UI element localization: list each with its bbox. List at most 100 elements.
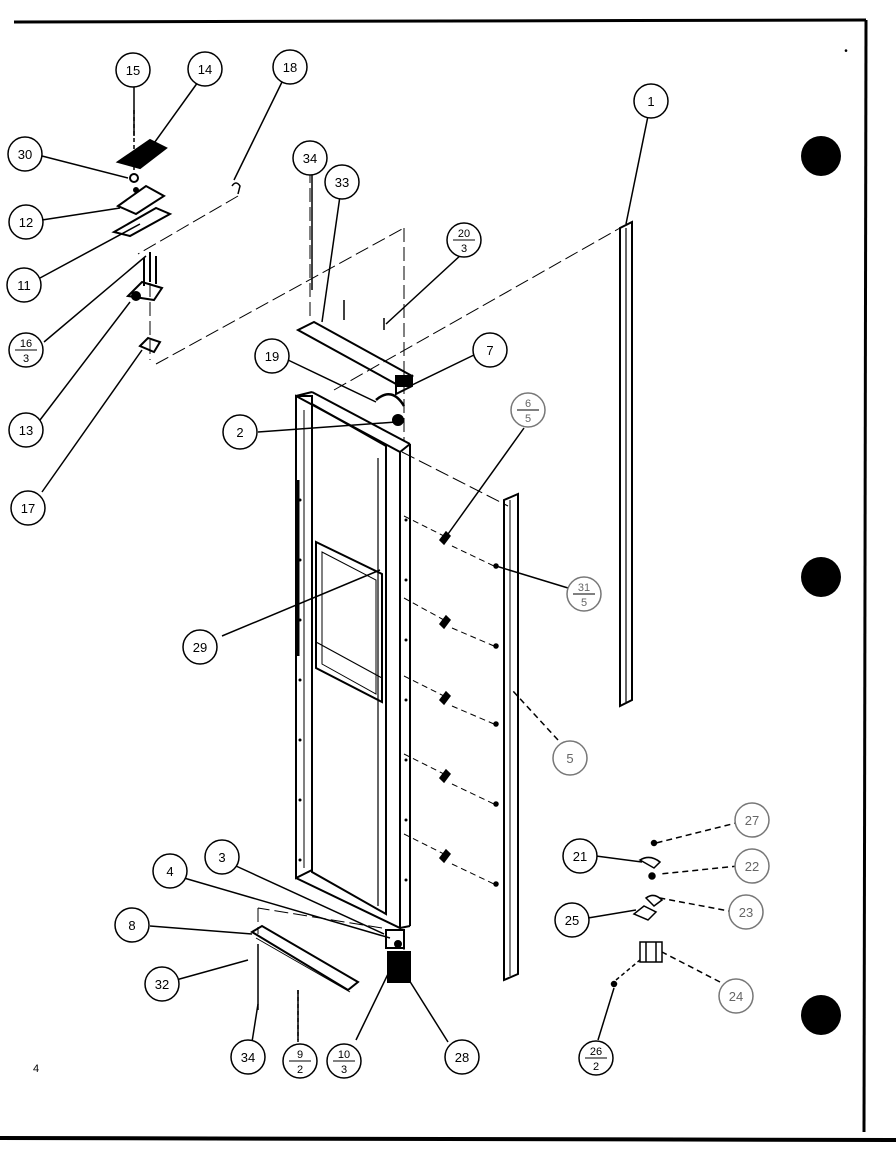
binder-holes (801, 136, 841, 1035)
callout-denominator: 5 (525, 413, 531, 425)
callout-circle (272, 49, 308, 85)
page-frame (0, 18, 896, 1142)
callout-30: 30 (7, 136, 43, 172)
callout-25: 25 (554, 902, 590, 938)
callout-4: 4 (152, 853, 188, 889)
callout-13: 13 (8, 412, 44, 448)
callout-32: 32 (144, 966, 180, 1002)
trim-strip-5 (503, 492, 519, 982)
callout-denominator: 3 (461, 243, 467, 255)
callout-numerator: 16 (20, 338, 32, 350)
callout-circle (324, 164, 360, 200)
callout-circle (8, 412, 44, 448)
callout-circle (292, 140, 328, 176)
callout-29: 29 (182, 629, 218, 665)
callout-circle (10, 490, 46, 526)
callout-circle (7, 136, 43, 172)
callout-denominator: 3 (23, 353, 29, 365)
trim-clips (439, 530, 499, 887)
callout-31: 315 (566, 576, 602, 612)
callout-circle (472, 332, 508, 368)
callout-circle (187, 51, 223, 87)
callout-6: 65 (510, 392, 546, 428)
callout-number: 24 (729, 989, 743, 1004)
callout-8: 8 (114, 907, 150, 943)
callout-number: 34 (303, 151, 317, 166)
callout-7: 7 (472, 332, 508, 368)
callout-circle (222, 414, 258, 450)
callout-circle (114, 907, 150, 943)
callout-denominator: 3 (341, 1064, 347, 1076)
callout-16: 163 (8, 332, 44, 368)
callout-22: 22 (734, 848, 770, 884)
callout-number: 28 (455, 1050, 469, 1065)
callout-number: 7 (486, 343, 493, 358)
callout-number: 32 (155, 977, 169, 992)
callout-3: 3 (204, 839, 240, 875)
callout-number: 19 (265, 349, 279, 364)
callout-denominator: 2 (593, 1061, 599, 1073)
callout-number: 21 (573, 849, 587, 864)
callout-number: 23 (739, 905, 753, 920)
callout-number: 30 (18, 147, 32, 162)
callout-circle (204, 839, 240, 875)
callout-number: 4 (166, 864, 173, 879)
callout-denominator: 2 (297, 1064, 303, 1076)
binder-hole-middle (801, 557, 841, 597)
callout-numerator: 26 (590, 1046, 602, 1058)
top-hinge-assembly (111, 110, 241, 354)
callout-18: 18 (272, 49, 308, 85)
bottom-hinge-assembly (250, 924, 411, 1040)
leader-lines (39, 81, 741, 1043)
callout-34top: 34 (292, 140, 328, 176)
callout-number: 27 (745, 813, 759, 828)
callout-circle (734, 848, 770, 884)
callout-15: 15 (115, 52, 151, 88)
assembly-lines (137, 150, 621, 950)
callout-14: 14 (187, 51, 223, 87)
callout-20: 203 (446, 222, 482, 258)
callout-28: 28 (444, 1039, 480, 1075)
callout-9: 92 (282, 1043, 318, 1079)
binder-hole-top (801, 136, 841, 176)
callout-circle (115, 52, 151, 88)
callout-circle (254, 338, 290, 374)
callout-numerator: 9 (297, 1049, 303, 1061)
callout-circle (554, 902, 590, 938)
callout-1: 1 (633, 83, 669, 119)
callout-number: 3 (218, 850, 225, 865)
callout-26: 262 (578, 1040, 614, 1076)
callout-number: 13 (19, 423, 33, 438)
corner-mark: 4 (33, 1063, 39, 1075)
callout-number: 2 (236, 425, 243, 440)
callout-number: 18 (283, 60, 297, 75)
callout-number: 17 (21, 501, 35, 516)
callout-12: 12 (8, 204, 44, 240)
callout-circle (718, 978, 754, 1014)
callout-11: 11 (6, 267, 42, 303)
clip-leader-lines (403, 515, 495, 885)
callout-number: 14 (198, 62, 212, 77)
callout-circle (633, 83, 669, 119)
callout-circle (152, 853, 188, 889)
callout-23: 23 (728, 894, 764, 930)
callout-number: 1 (647, 94, 654, 109)
callout-numerator: 10 (338, 1049, 350, 1061)
callout-circle (734, 802, 770, 838)
callout-number: 34 (241, 1050, 255, 1065)
callout-17: 17 (10, 490, 46, 526)
callout-numerator: 20 (458, 228, 470, 240)
trim-strip-1 (619, 220, 633, 708)
callout-circle (6, 267, 42, 303)
callout-34bot: 34 (230, 1039, 266, 1075)
callout-numerator: 6 (525, 398, 531, 410)
callout-circle (728, 894, 764, 930)
callout-circle (552, 740, 588, 776)
callout-number: 15 (126, 63, 140, 78)
callout-circle (144, 966, 180, 1002)
callout-circle (230, 1039, 266, 1075)
callout-number: 8 (128, 918, 135, 933)
callout-21: 21 (562, 838, 598, 874)
